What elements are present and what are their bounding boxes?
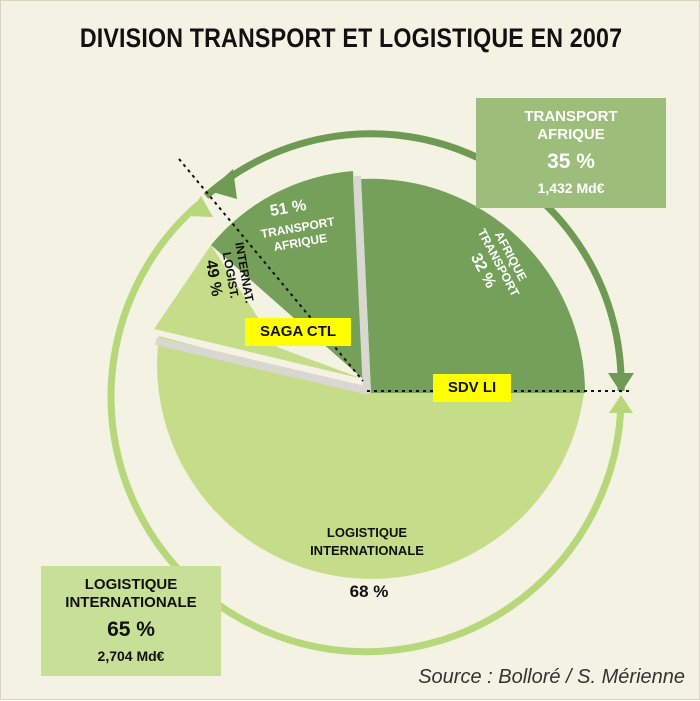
pct-sdv-logistique: 68 % xyxy=(350,582,389,601)
transport-arrow-head xyxy=(209,169,237,199)
separator-line xyxy=(353,175,371,394)
name-sdv-logistique-1: LOGISTIQUE xyxy=(327,525,408,540)
logistique-box-amount: 2,704 Md€ xyxy=(97,648,165,664)
saga-ctl-tag: SAGA CTL xyxy=(245,318,351,346)
logistique-box-name: LOGISTIQUE INTERNATIONALE xyxy=(41,576,221,612)
transport-afrique-box: TRANSPORT AFRIQUE 35 % 1,432 Md€ xyxy=(476,98,666,208)
transport-box-pct: 35 % xyxy=(547,150,595,173)
logistique-box-name-line1: LOGISTIQUE xyxy=(84,576,178,593)
separator-line xyxy=(155,337,370,395)
name-sdv-logistique-2: INTERNATIONALE xyxy=(310,543,424,558)
transport-box-name-line2: AFRIQUE xyxy=(537,126,605,143)
sdv-li-tag: SDV LI xyxy=(433,374,511,402)
logistique-arrow xyxy=(107,201,625,656)
transport-arrow-tail xyxy=(608,373,634,393)
logistique-arrow-head-top xyxy=(187,196,213,217)
logistique-box-pct: 65 % xyxy=(107,618,155,641)
logistique-box-name-line2: INTERNATIONALE xyxy=(65,594,197,611)
slice-saga-logistique xyxy=(154,245,363,379)
logistique-internationale-box: LOGISTIQUE INTERNATIONALE 65 % 2,704 Md€ xyxy=(41,566,221,676)
transport-box-amount: 1,432 Md€ xyxy=(537,180,605,196)
chart-title: DIVISION TRANSPORT ET LOGISTIQUE EN 2007 xyxy=(79,23,623,53)
pct-saga-logistique: 49 % xyxy=(202,259,225,298)
pct-saga-transport: 51 % xyxy=(269,197,308,220)
logistique-arrow-head-right xyxy=(609,395,633,413)
transport-box-name-line1: TRANSPORT xyxy=(524,108,618,125)
transport-box-name: TRANSPORT AFRIQUE xyxy=(476,108,666,144)
source-credit: Source : Bolloré / S. Mérienne xyxy=(418,666,685,688)
slice-sdv-transport xyxy=(361,178,586,393)
